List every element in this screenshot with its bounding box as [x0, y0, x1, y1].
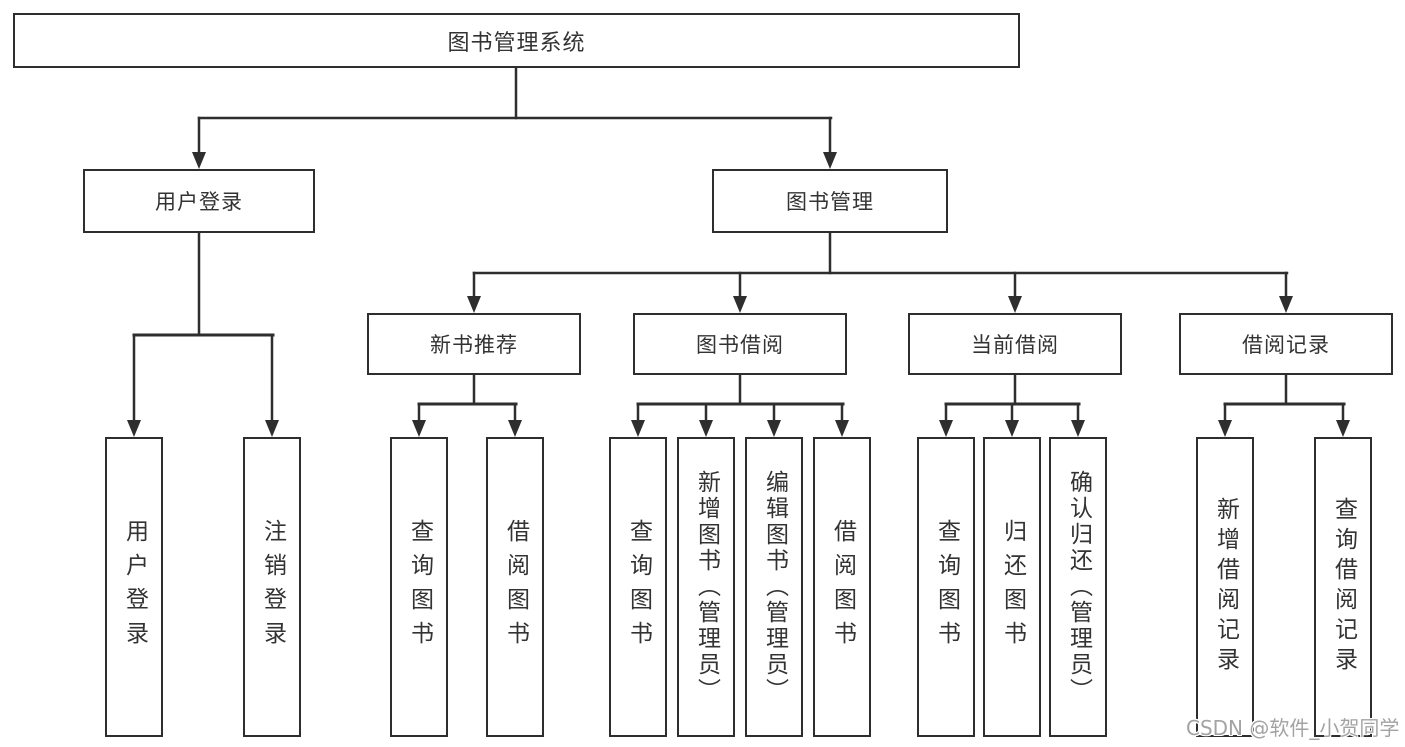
leaf-add-book-admin: 新增图书（管理员） [677, 437, 735, 737]
leaf-return-books: 归还图书 [983, 437, 1041, 737]
leaf-label: 查询图书 [933, 519, 960, 655]
leaf-label: 注销登录 [259, 519, 286, 655]
leaf-borrow-books-borrowing: 借阅图书 [813, 437, 871, 737]
node-user-login: 用户登录 [83, 169, 315, 233]
leaf-label: 确认归还（管理员） [1065, 470, 1092, 704]
leaf-label: 借阅图书 [829, 519, 856, 655]
node-borrowing-records: 借阅记录 [1179, 313, 1393, 375]
leaf-confirm-return-admin: 确认归还（管理员） [1049, 437, 1107, 737]
leaf-label: 借阅图书 [502, 519, 529, 655]
leaf-label: 编辑图书（管理员） [761, 470, 788, 704]
node-book-borrowing: 图书借阅 [633, 313, 847, 375]
leaf-query-borrow-record: 查询借阅记录 [1314, 437, 1372, 737]
node-library-system: 图书管理系统 [13, 13, 1020, 68]
leaf-label: 查询图书 [406, 519, 433, 655]
leaf-label: 归还图书 [999, 519, 1026, 655]
leaf-add-borrow-record: 新增借阅记录 [1196, 437, 1254, 737]
leaf-label: 新增借阅记录 [1212, 497, 1239, 677]
leaf-logout: 注销登录 [243, 437, 301, 737]
leaf-label: 查询图书 [625, 519, 652, 655]
leaf-query-books-borrowing: 查询图书 [609, 437, 667, 737]
leaf-user-login: 用户登录 [105, 437, 163, 737]
node-new-book-recommend: 新书推荐 [367, 313, 581, 375]
leaf-label: 用户登录 [121, 519, 148, 655]
leaf-query-books-current: 查询图书 [917, 437, 975, 737]
watermark-text: CSDN @软件_小贺同学 [1186, 716, 1400, 740]
leaf-label: 查询借阅记录 [1330, 497, 1357, 677]
node-book-management: 图书管理 [712, 169, 948, 233]
node-current-borrowing: 当前借阅 [908, 313, 1122, 375]
leaf-edit-book-admin: 编辑图书（管理员） [745, 437, 803, 737]
leaf-query-books-recommend: 查询图书 [390, 437, 448, 737]
leaf-label: 新增图书（管理员） [693, 470, 720, 704]
leaf-borrow-books-recommend: 借阅图书 [486, 437, 544, 737]
